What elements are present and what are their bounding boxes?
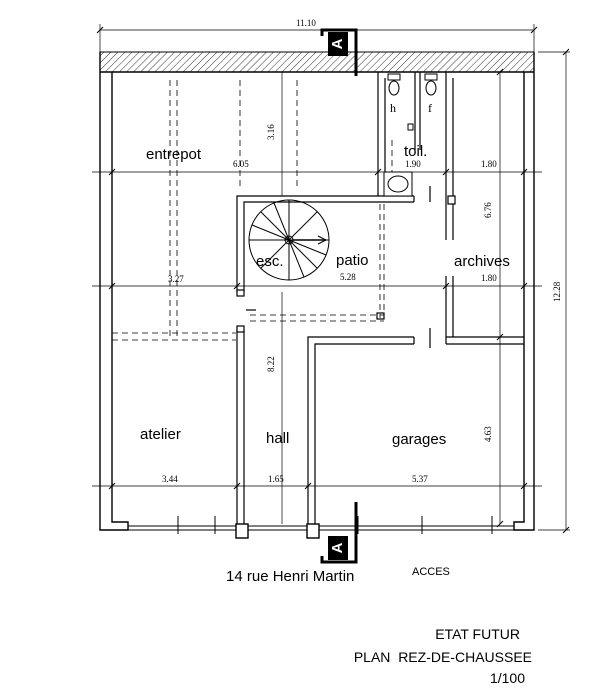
top-wall-hatched — [99, 51, 535, 73]
dim-8-22: 8.22 — [266, 356, 276, 372]
outer-walls — [99, 52, 535, 531]
address: 14 rue Henri Martin — [226, 568, 355, 585]
washbasin — [383, 171, 413, 197]
front-facade — [128, 516, 514, 534]
dim-3-27: 3.27 — [168, 274, 184, 284]
interior-walls — [236, 72, 524, 524]
toilet-h — [387, 73, 401, 96]
toilet-h-label: h — [390, 101, 396, 115]
dim-6-76: 6.76 — [483, 202, 493, 218]
room-atelier: atelier — [140, 426, 181, 443]
dim-1-80-mid: 1.80 — [481, 273, 497, 283]
title-state: ETAT FUTUR — [435, 626, 520, 642]
spiral-staircase — [248, 199, 330, 281]
dim-overall-depth: 12.28 — [552, 281, 562, 302]
toilet-fixture-small — [407, 123, 414, 131]
dim-6-05: 6.05 — [233, 159, 249, 169]
room-toilets: toil. — [404, 143, 427, 160]
dimension-ticks — [96, 26, 570, 534]
dashed-lines — [112, 80, 393, 341]
dimension-lines — [92, 24, 570, 531]
room-archives: archives — [454, 253, 510, 270]
dim-4-63: 4.63 — [483, 426, 493, 442]
dim-3-44: 3.44 — [162, 474, 178, 484]
section-marker-top: A — [320, 28, 358, 76]
section-marker-bottom: A — [320, 502, 358, 564]
dim-1-90: 1.90 — [405, 159, 421, 169]
room-hall: hall — [266, 430, 289, 447]
section-label-bottom: A — [329, 542, 346, 553]
dim-5-37: 5.37 — [412, 474, 428, 484]
front-pillar-left — [235, 523, 249, 539]
access-label: ACCES — [412, 566, 450, 578]
dim-1-80-top: 1.80 — [481, 159, 497, 169]
front-pillar-right — [306, 523, 320, 539]
title-plan: PLAN REZ-DE-CHAUSSEE — [353, 649, 532, 665]
dim-1-65: 1.65 — [268, 474, 284, 484]
dim-overall-width: 11.10 — [296, 18, 316, 28]
room-garages: garages — [392, 431, 446, 448]
section-label-top: A — [329, 38, 346, 49]
room-stairs: esc. — [256, 253, 284, 270]
title-scale: 1/100 — [489, 670, 525, 686]
toilet-f — [424, 73, 438, 96]
toilet-f-label: f — [428, 101, 432, 115]
room-patio: patio — [336, 252, 369, 269]
room-entrepot: entrepot — [146, 146, 202, 163]
dim-3-16: 3.16 — [266, 124, 276, 140]
dim-5-28: 5.28 — [340, 272, 356, 282]
door-marks — [236, 186, 456, 348]
